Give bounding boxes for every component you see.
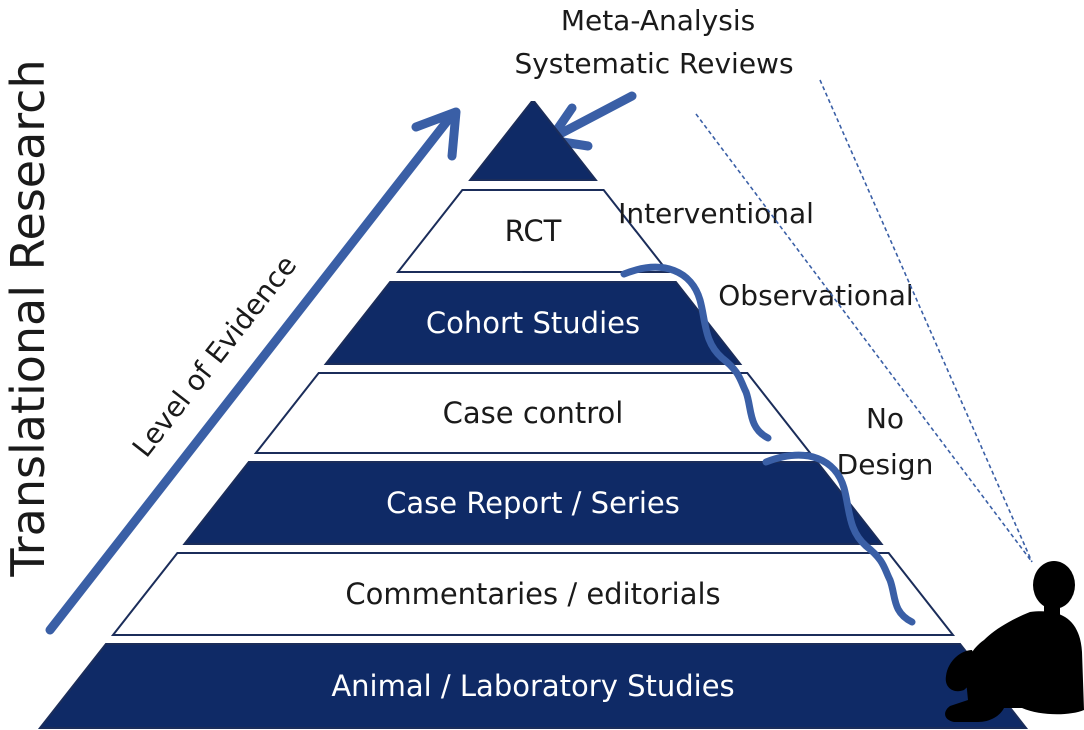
translational-research-title: Translational Research	[1, 59, 55, 577]
sight-line-2	[819, 79, 1033, 563]
apex-tier	[468, 101, 598, 181]
observational-brace	[620, 263, 772, 442]
systematic-reviews-label: Systematic Reviews	[514, 47, 793, 80]
sight-line-1	[695, 113, 1033, 563]
commentaries-editorials-tier-label: Commentaries / editorials	[345, 577, 720, 611]
meta-analysis-label: Meta-Analysis	[561, 4, 755, 37]
cohort-studies-tier-label: Cohort Studies	[426, 306, 640, 340]
animal-laboratory-studies-tier	[37, 643, 1029, 729]
cohort-studies-tier	[323, 281, 743, 365]
rct-tier-label: RCT	[505, 214, 562, 248]
interventional-label: Interventional	[618, 197, 814, 230]
case-report-series-tier	[182, 461, 884, 545]
commentaries-editorials-tier	[110, 552, 956, 636]
observational-label: Observational	[718, 279, 913, 312]
case-report-series-tier-label: Case Report / Series	[386, 486, 680, 520]
no-design-label-line1: No	[866, 402, 904, 435]
no-design-label-line2: Design	[837, 448, 934, 481]
case-control-tier-label: Case control	[443, 396, 624, 430]
level-of-evidence-arrow	[45, 107, 461, 635]
no-design-brace	[762, 451, 916, 626]
seated-person-icon	[945, 561, 1084, 722]
animal-laboratory-studies-tier-label: Animal / Laboratory Studies	[331, 669, 734, 703]
